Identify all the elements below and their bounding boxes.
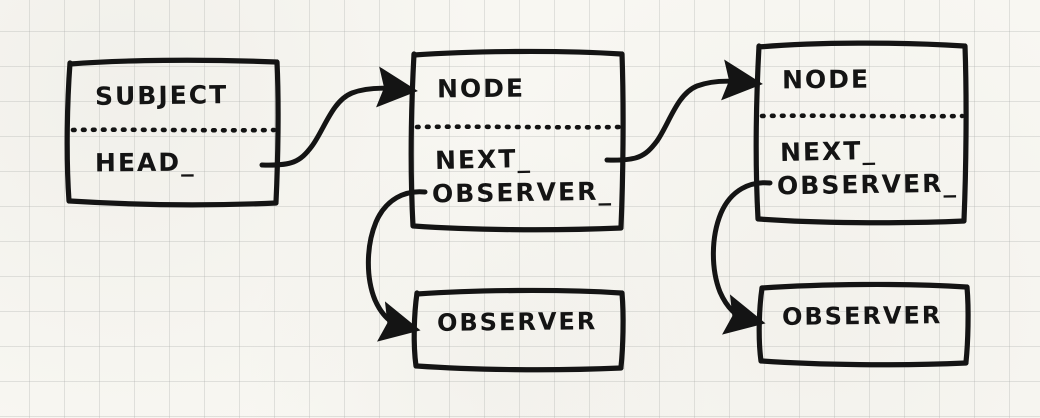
edge-node2-to-observer2 [710, 180, 773, 335]
observer2-box[interactable] [760, 285, 967, 363]
edge-subject-to-node1 [259, 66, 418, 168]
subject-box[interactable] [68, 61, 277, 203]
edge-node1-to-node2 [604, 59, 763, 163]
edge-node1-to-observer1 [365, 189, 428, 342]
node1-divider [414, 124, 622, 130]
node2-divider [759, 113, 965, 119]
observer1-box[interactable] [415, 291, 622, 368]
node2-box[interactable] [757, 44, 965, 221]
node1-box[interactable] [412, 52, 622, 228]
subject-box-outline [64, 57, 281, 208]
subject-divider [70, 127, 277, 133]
